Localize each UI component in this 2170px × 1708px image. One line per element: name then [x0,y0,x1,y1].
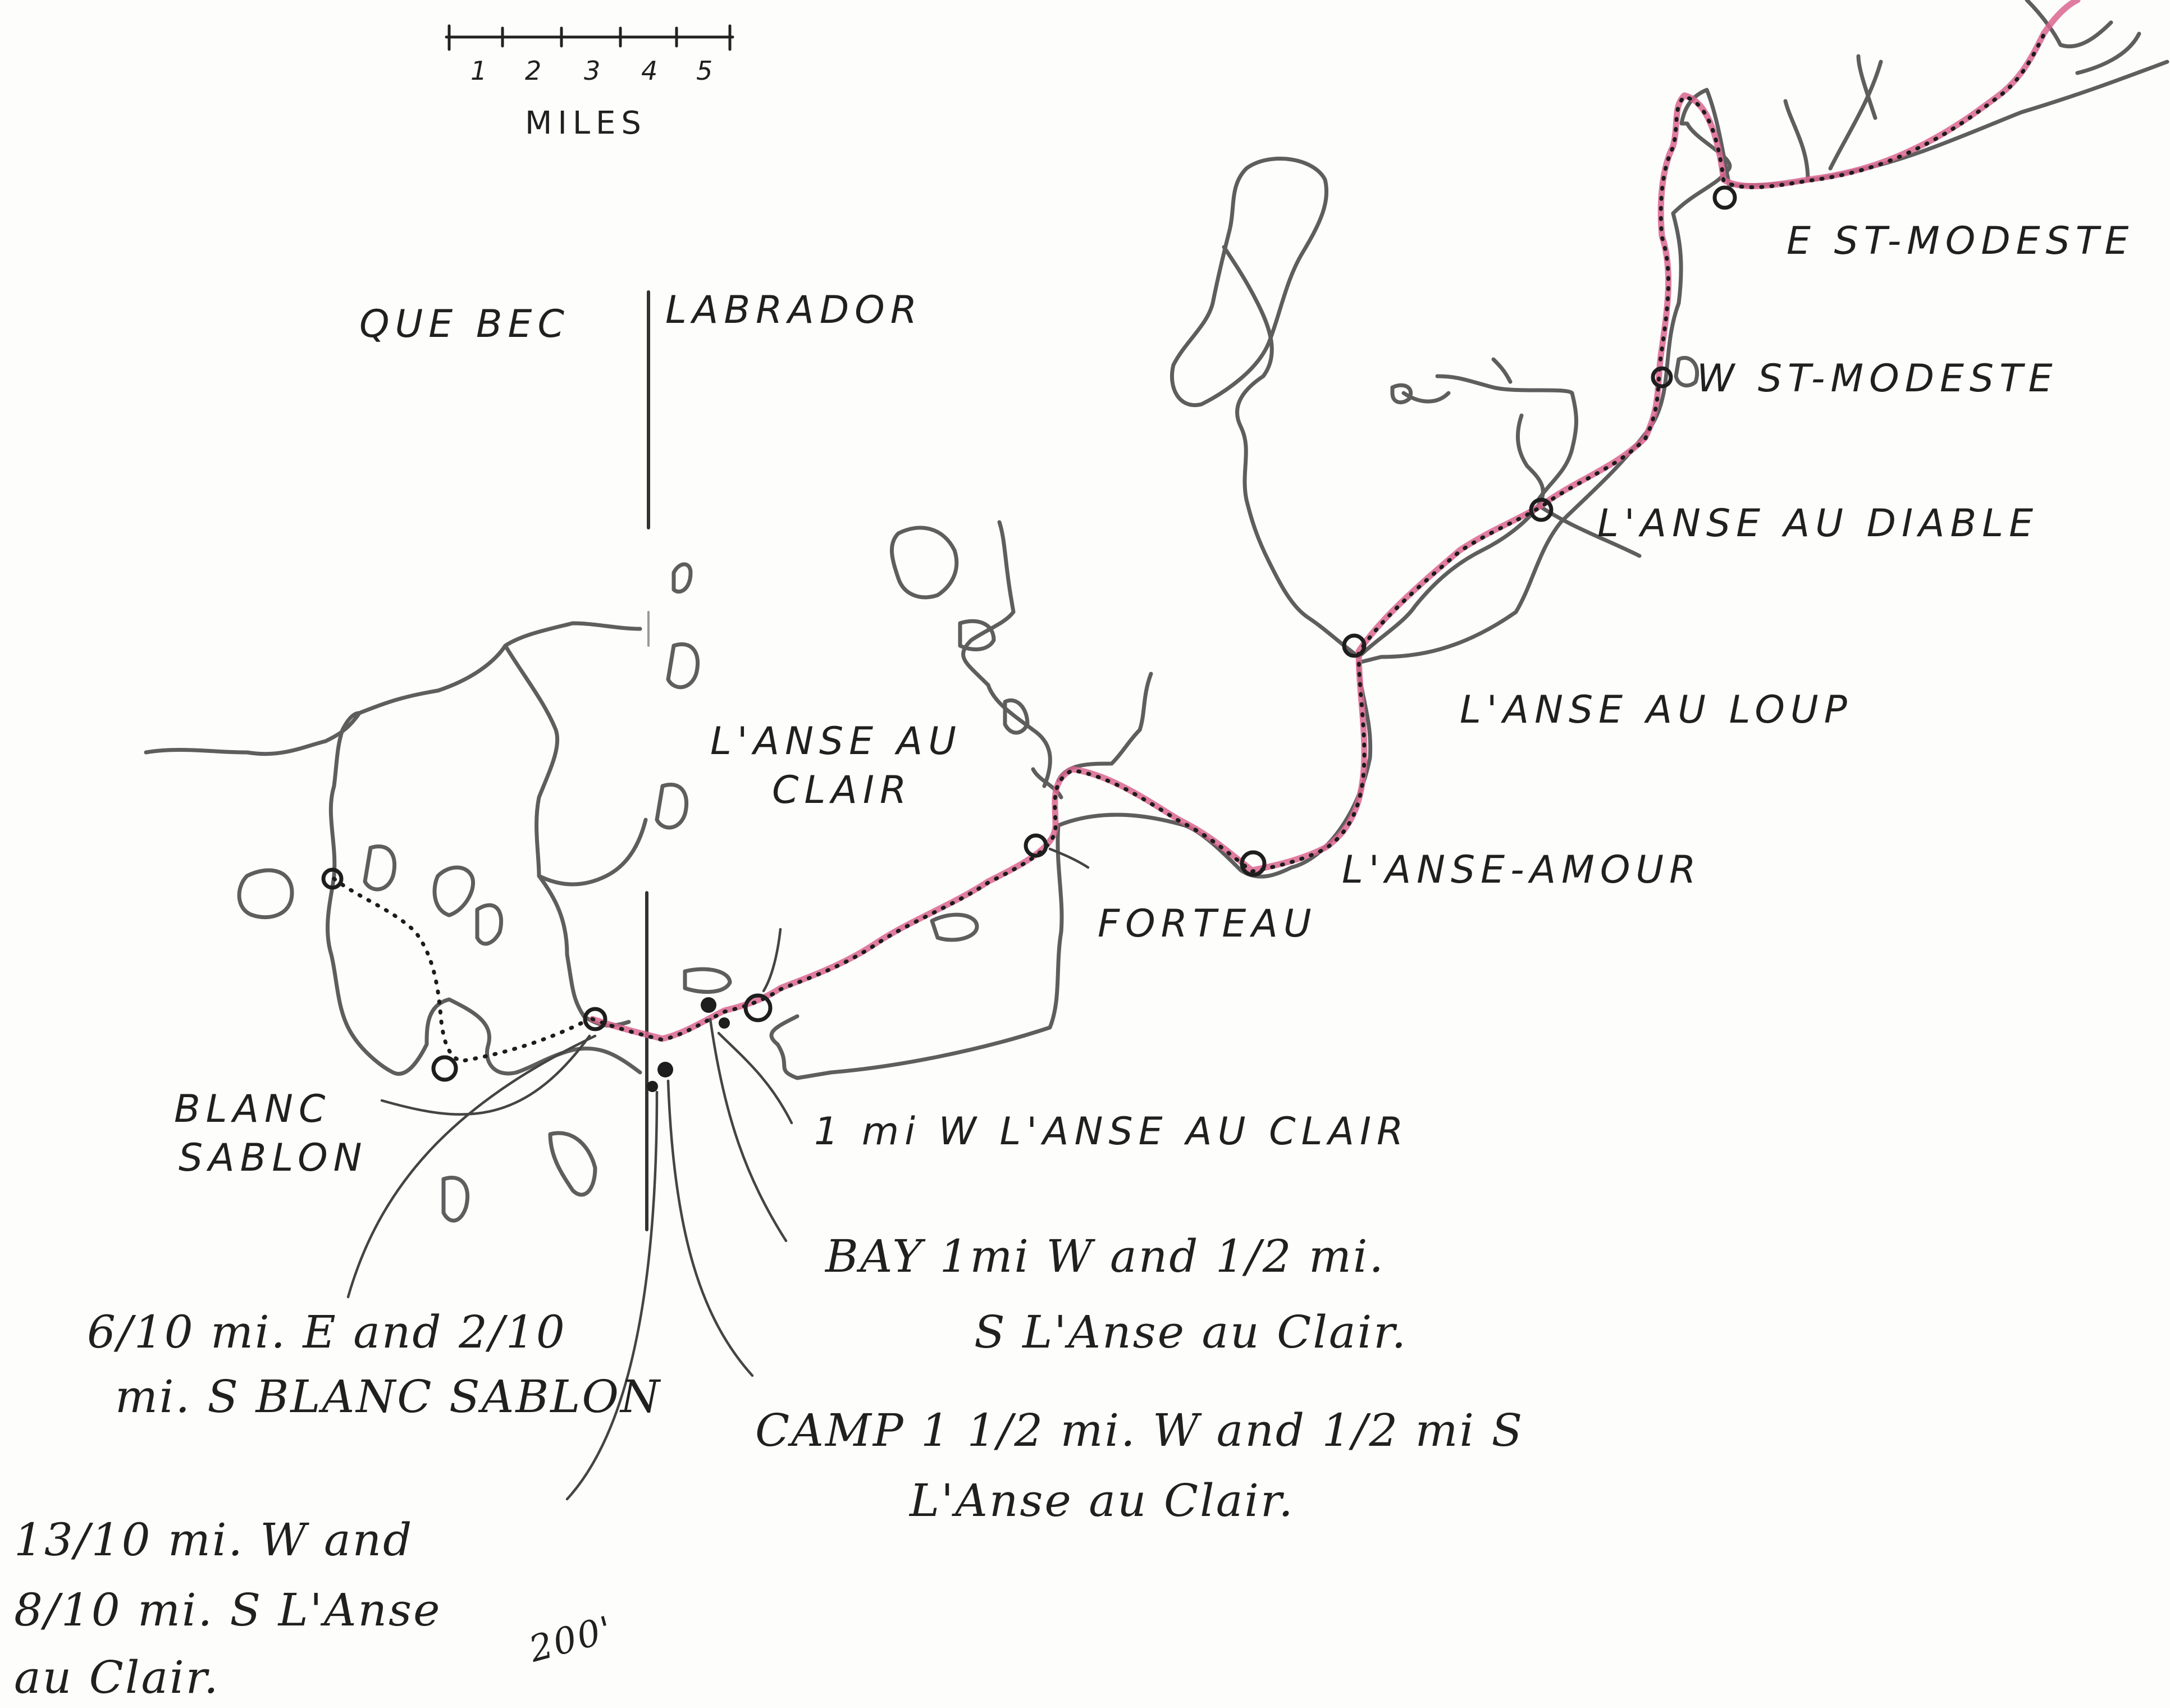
note-blanc-2: mi. S BLANC SABLON [115,1371,661,1423]
scale-tick-4: 4 [641,56,657,86]
note-blanc-1: 6/10 mi. E and 2/10 [87,1306,567,1358]
marker-anse-amour [1240,850,1267,877]
marker-blanc-sablon [583,1007,607,1031]
provincial-border [645,290,650,1231]
note-bay-1: BAY 1mi W and 1/2 mi. [824,1230,1385,1282]
marker-forteau [1024,833,1048,858]
scale-tick-3: 3 [584,56,600,86]
note-bay-2: S L'Anse au Clair. [974,1306,1408,1358]
scale-unit: MILES [525,105,647,141]
scale-bar: 1 2 3 4 5 MILES [445,24,734,141]
scale-tick-5: 5 [696,56,712,86]
marker-e-st-modeste [1712,185,1737,210]
marker-quebec-west [321,867,344,890]
islands-and-lakes [237,157,1700,1223]
marker-anse-au-loup [1342,633,1367,658]
route [332,0,2081,1063]
place-label-blanc-sablon-2: SABLON [179,1136,368,1180]
note-camp-1: CAMP 1 1/2 mi. W and 1/2 mi S [755,1404,1524,1456]
marker-sw [647,1081,658,1092]
place-label-anse-amour: L'ANSE-AMOUR [1342,848,1701,892]
site-markers [321,185,1737,1092]
note-sw-2: 8/10 mi. S L'Anse [14,1584,441,1636]
marker-anse-au-diable [1529,497,1554,522]
marker-w-st-modeste [1651,366,1673,389]
marker-anse-au-clair [743,993,773,1022]
region-label-labrador: LABRADOR [665,288,922,332]
scale-tick-1: 1 [470,56,487,86]
note-camp-2: L'Anse au Clair. [908,1474,1295,1527]
place-label-e-st-modeste: E ST-MODESTE [1787,219,2134,263]
scale-tick-2: 2 [525,56,541,86]
place-label-w-st-modeste: W ST-MODESTE [1697,357,2058,401]
marker-camp [657,1062,673,1077]
place-label-anse-au-diable: L'ANSE AU DIABLE [1597,501,2039,546]
note-elevation: 200' [524,1609,618,1671]
note-1mi-w: 1 mi W L'ANSE AU CLAIR [814,1109,1409,1154]
region-label-quebec: QUE BEC [359,302,570,346]
note-sw-1: 13/10 mi. W and [14,1514,413,1566]
place-label-blanc-sablon-1: BLANC [174,1087,331,1131]
marker-bay [701,997,716,1013]
place-label-forteau: FORTEAU [1098,902,1317,946]
marker-quebec-south [431,1055,458,1082]
coastline [144,0,2169,1080]
marker-1mi-w [719,1017,730,1029]
note-sw-3: au Clair. [14,1651,220,1704]
place-label-anse-au-clair-2: CLAIR [772,768,912,812]
place-label-anse-au-loup: L'ANSE AU LOUP [1460,688,1853,732]
place-label-anse-au-clair-1: L'ANSE AU [710,719,962,764]
leader-lines [346,847,1090,1501]
